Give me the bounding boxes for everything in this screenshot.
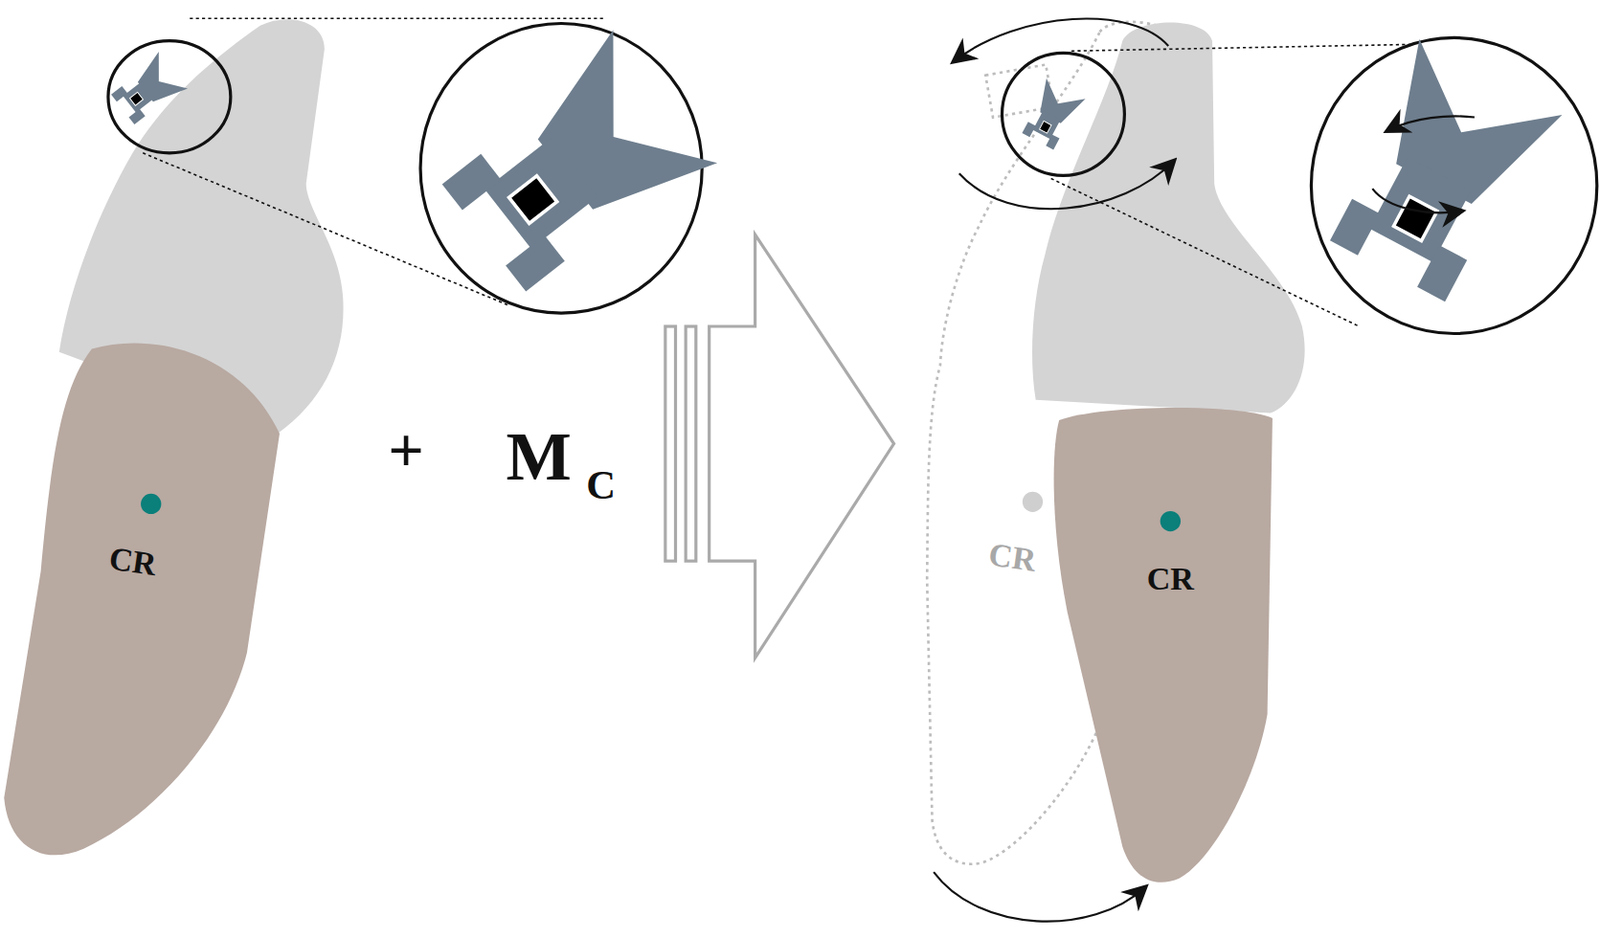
center-of-resistance [140,494,161,515]
drawing-part [685,326,697,562]
bracket-zoom [1316,39,1563,310]
center-label: CR [1147,562,1195,595]
moment-arrow [953,19,1169,62]
bracket-zoom [431,29,718,305]
magnifier-circle [1002,52,1126,176]
right-tooth [933,19,1598,923]
left-tooth [3,18,718,856]
moment-arrow [933,872,1146,922]
crown [1032,22,1306,413]
root [3,342,280,856]
transition-arrow [665,234,895,658]
zoom-ellipse [1310,37,1597,334]
plus-sign: + [387,419,425,483]
moment-arrow [959,160,1174,209]
moment-symbol: C [585,465,616,507]
root [1054,407,1273,883]
center-label: CR [986,538,1038,578]
leader-line [189,17,605,20]
center-label: CR [107,541,159,582]
drawing-part [665,326,677,562]
drawing-part [836,0,1283,894]
center-of-resistance [1160,511,1181,532]
initial-center-of-resistance [1022,492,1043,513]
moment-symbol: M [505,421,571,491]
rotation-arrow [1387,115,1475,131]
magnifier-circle [108,41,231,154]
drawing-part [709,234,895,658]
rotation-arrow [1372,188,1462,213]
bracket [1018,78,1086,153]
